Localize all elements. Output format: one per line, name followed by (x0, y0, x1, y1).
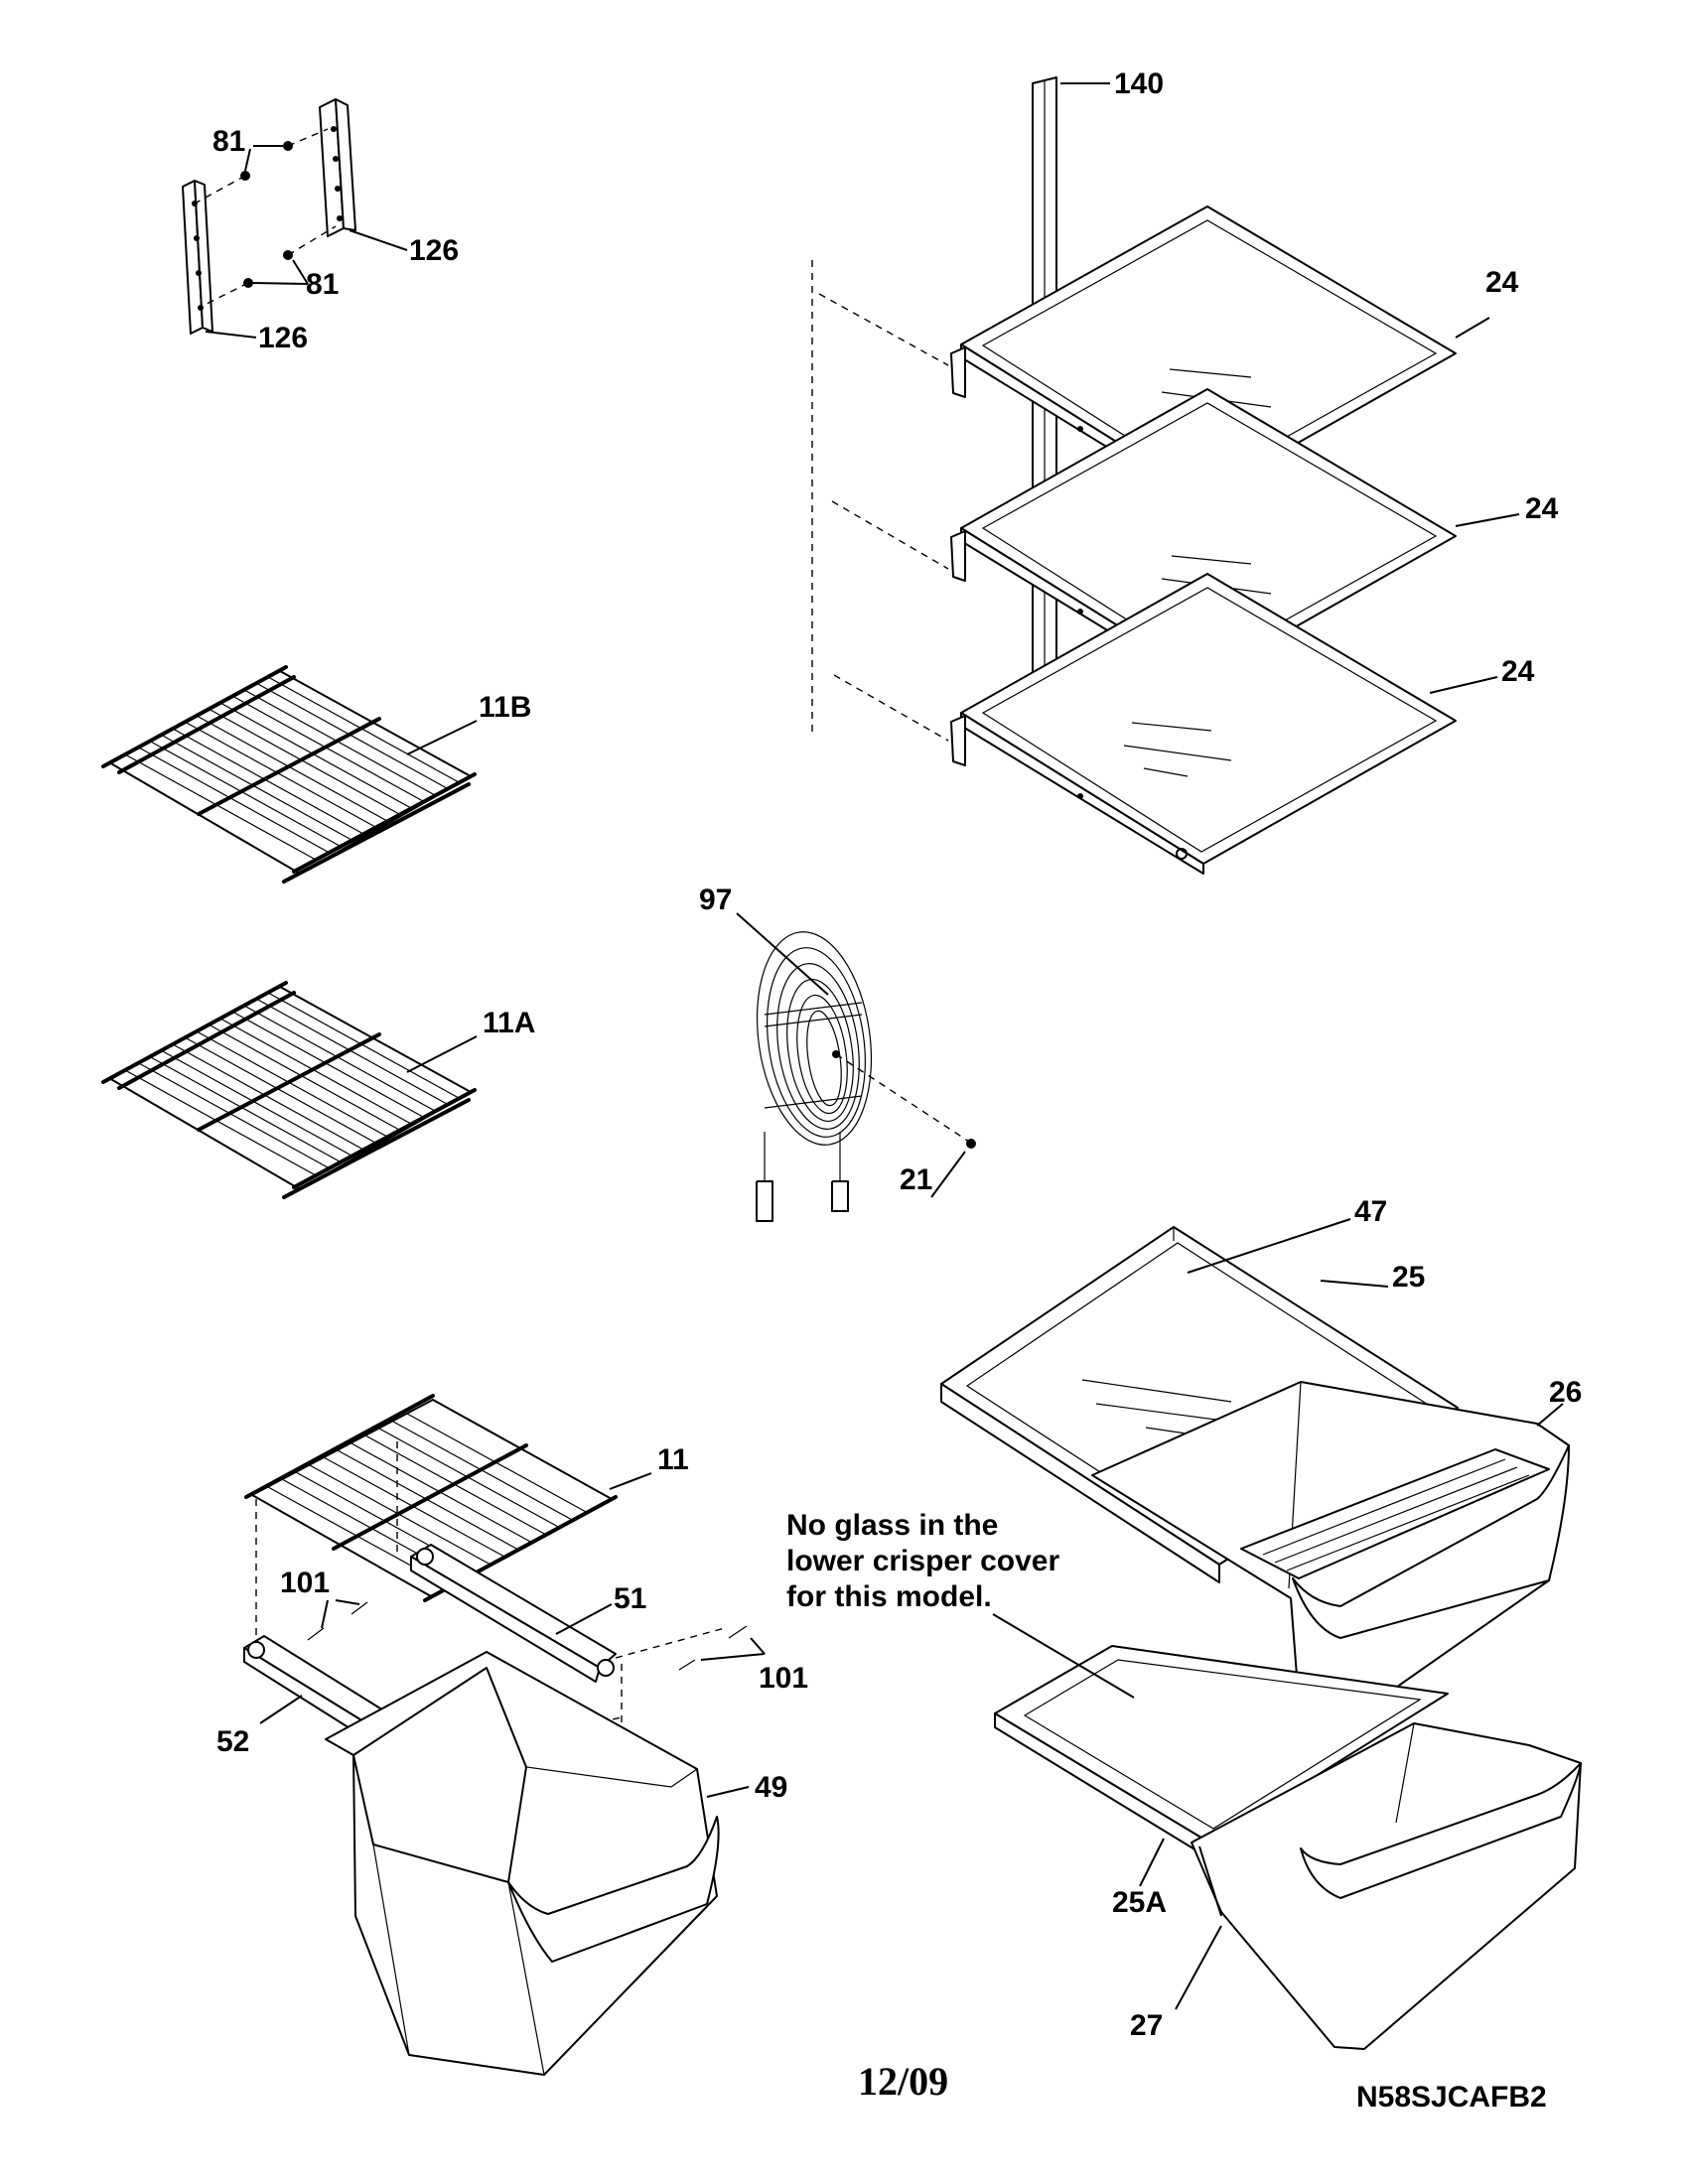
meat-pan (325, 1651, 750, 2076)
callout-97: 97 (699, 884, 732, 916)
callout-101-right: 101 (759, 1662, 808, 1695)
callout-21: 21 (900, 1163, 932, 1196)
shelf-bracket-front (182, 180, 213, 335)
callout-126-upper: 126 (409, 234, 459, 267)
callout-81-lower: 81 (306, 268, 339, 301)
callout-49: 49 (755, 1771, 787, 1804)
note-line-1: No glass in the (786, 1509, 998, 1542)
note-line-3: for this model. (786, 1580, 992, 1613)
callout-26: 26 (1549, 1376, 1582, 1409)
model-number: N58SJCAFB2 (1356, 2081, 1547, 2114)
callout-51: 51 (614, 1582, 646, 1615)
mounting-screw (930, 1139, 976, 1198)
crisper-drawer-lower (1139, 1722, 1582, 2050)
callout-140: 140 (1114, 68, 1164, 100)
callout-25a: 25A (1112, 1886, 1167, 1919)
wire-shelf-11b (101, 665, 478, 884)
note-line-2: lower crisper cover (786, 1545, 1059, 1577)
callout-24-middle: 24 (1525, 492, 1559, 525)
crisper-drawer-upper (1091, 1381, 1570, 1734)
callout-11b: 11B (479, 691, 531, 724)
callout-101-left: 101 (280, 1567, 330, 1599)
callout-81-upper: 81 (212, 125, 245, 158)
revision-date: 12/09 (858, 2059, 948, 2104)
shelf-bracket-rear (319, 98, 356, 237)
wire-shelf-11 (244, 1394, 652, 1638)
callout-27: 27 (1130, 2009, 1163, 2042)
wire-shelf-11a (101, 981, 478, 1199)
glass-shelf-bottom (950, 573, 1498, 875)
callout-52: 52 (216, 1725, 249, 1758)
crisper-cover-lower (992, 1613, 1449, 1859)
callout-47: 47 (1354, 1195, 1387, 1228)
shelf-dashed-guides (811, 260, 949, 742)
bracket-screws (194, 128, 408, 339)
callout-126-lower: 126 (258, 322, 308, 354)
callout-25: 25 (1392, 1261, 1425, 1294)
callout-labels: 140 81 81 126 126 24 24 24 11B 11A 97 21… (212, 68, 1582, 2042)
slide-rail-right (410, 1544, 617, 1683)
callout-24-top: 24 (1485, 266, 1519, 299)
callout-11a: 11A (483, 1007, 535, 1039)
evaporator-coil (736, 912, 970, 1222)
callout-24-bottom: 24 (1501, 655, 1535, 688)
model-note: No glass in the lower crisper cover for … (786, 1509, 1059, 1613)
callout-11: 11 (657, 1443, 689, 1476)
